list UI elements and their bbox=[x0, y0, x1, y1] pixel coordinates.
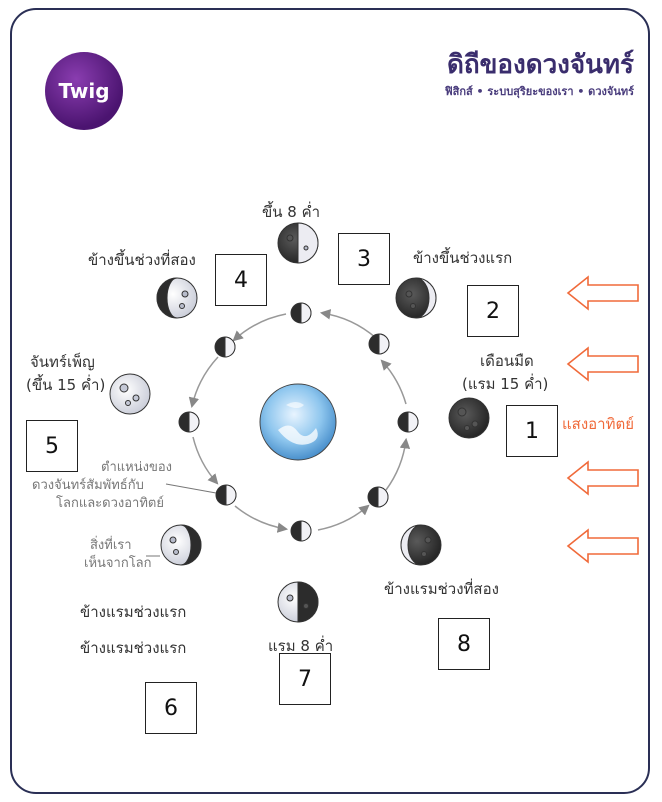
moon-waxing-gibbous bbox=[156, 277, 198, 319]
sun-arrow-2 bbox=[566, 346, 639, 382]
number-box-4: 4 bbox=[215, 254, 267, 306]
moon-waning-gibbous bbox=[400, 524, 442, 566]
moon-last-quarter bbox=[277, 581, 319, 623]
note-seen-line2: เห็นจากโลก bbox=[84, 556, 152, 571]
number-box-8: 8 bbox=[438, 618, 490, 670]
orbit-arrow-6 bbox=[234, 505, 289, 533]
orbit-arrow-5 bbox=[192, 436, 219, 485]
sun-arrow-1 bbox=[566, 275, 639, 311]
earth bbox=[259, 383, 337, 461]
moon-waxing-crescent bbox=[395, 277, 437, 319]
orbit-moon-6 bbox=[215, 484, 237, 506]
orbit-moon-3 bbox=[290, 302, 312, 324]
orbit-arrow-2 bbox=[319, 309, 377, 339]
label-sunlight: แสงอาทิตย์ bbox=[562, 415, 634, 433]
orbit-moon-7 bbox=[290, 520, 312, 542]
leader-lines bbox=[146, 483, 217, 557]
orbit-moons bbox=[178, 302, 419, 542]
label-full-moon-line1: จันทร์เพ็ญ bbox=[30, 353, 95, 371]
number-box-1: 1 bbox=[506, 405, 558, 457]
label-waning-gibbous: ข้างแรมช่วงที่สอง bbox=[384, 580, 499, 598]
label-waning-crescent-a: ข้างแรมช่วงแรก bbox=[80, 603, 187, 621]
label-last-quarter: แรม 8 ค่ำ bbox=[268, 637, 334, 655]
moon-new bbox=[448, 397, 490, 439]
label-waning-crescent-b: ข้างแรมช่วงแรก bbox=[80, 639, 187, 657]
label-waxing-crescent: ข้างขึ้นช่วงแรก bbox=[413, 249, 513, 267]
orbit-arrow-8 bbox=[385, 437, 411, 491]
page-subtitle: ฟิสิกส์ • ระบบสุริยะของเรา • ดวงจันทร์ bbox=[444, 85, 634, 98]
orbit-moon-5 bbox=[178, 411, 200, 433]
page-title: ดิถีของดวงจันทร์ bbox=[446, 50, 634, 80]
number-box-3: 3 bbox=[338, 233, 390, 285]
label-full-moon-line2: (ขึ้น 15 ค่ำ) bbox=[26, 376, 106, 394]
number-box-6: 6 bbox=[145, 682, 197, 734]
orbit-arrow-1 bbox=[380, 359, 407, 405]
orbit-arrows bbox=[188, 309, 411, 533]
logo-text: Twig bbox=[58, 79, 110, 103]
twig-logo: Twig bbox=[45, 52, 123, 130]
note-position-line2: ดวงจันทร์สัมพัทธ์กับ bbox=[32, 478, 144, 493]
label-new-moon-line1: เดือนมืด bbox=[480, 352, 534, 370]
sunlight-arrows bbox=[566, 275, 639, 564]
note-position-line1: ตำแหน่งของ bbox=[101, 460, 172, 475]
orbit-arrow-3 bbox=[232, 313, 287, 342]
phase-moons bbox=[109, 222, 490, 623]
orbit-moon-1 bbox=[397, 411, 419, 433]
number-box-2: 2 bbox=[467, 285, 519, 337]
number-box-5: 5 bbox=[26, 420, 78, 472]
orbit-arrow-4 bbox=[188, 356, 219, 409]
sun-arrow-3 bbox=[566, 460, 639, 496]
moon-first-quarter bbox=[277, 222, 319, 264]
label-waxing-gibbous: ข้างขึ้นช่วงที่สอง bbox=[88, 251, 196, 269]
orbit-moon-4 bbox=[214, 336, 236, 358]
sun-arrow-4 bbox=[566, 528, 639, 564]
position-leader-line bbox=[165, 483, 217, 494]
moon-waning-crescent bbox=[160, 524, 202, 566]
orbit-moon-2 bbox=[368, 333, 390, 355]
label-first-quarter: ขึ้น 8 ค่ำ bbox=[262, 203, 321, 221]
orbit-moon-8 bbox=[367, 486, 389, 508]
orbit-arrow-7 bbox=[317, 504, 370, 531]
note-position-line3: โลกและดวงอาทิตย์ bbox=[56, 496, 164, 511]
label-new-moon-line2: (แรม 15 ค่ำ) bbox=[462, 375, 549, 393]
number-box-7: 7 bbox=[279, 653, 331, 705]
moon-full bbox=[109, 373, 151, 415]
note-seen-line1: สิ่งที่เรา bbox=[90, 538, 132, 553]
